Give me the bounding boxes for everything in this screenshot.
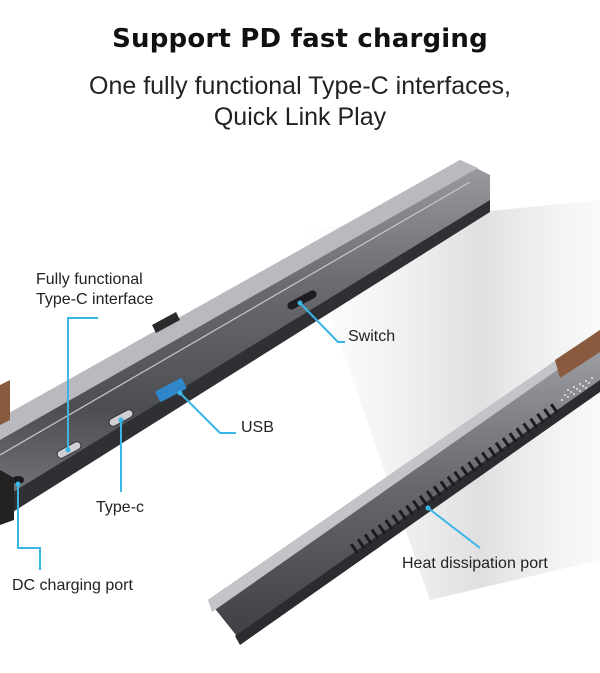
callout-fully-functional-line-2: Type-C interface xyxy=(36,291,154,308)
vent-slot xyxy=(501,437,511,448)
vent-slot xyxy=(550,403,559,415)
speaker-grille xyxy=(560,376,594,402)
upper-device-bottom-edge xyxy=(0,200,490,520)
speaker-hole xyxy=(560,398,564,402)
upper-device-tab xyxy=(152,312,180,333)
vent-slot xyxy=(356,538,366,550)
callout-fully-functional-type-c: Fully functional Type-C interface xyxy=(36,270,153,310)
callout-type-c: Type-c xyxy=(96,499,145,516)
leader-fully-functional xyxy=(67,317,98,450)
callout-usb: USB xyxy=(241,419,274,436)
dot-type-c xyxy=(118,417,124,423)
vent-slot xyxy=(460,466,470,477)
vent-slot xyxy=(418,495,428,506)
callout-lines xyxy=(17,302,481,570)
vent-slot xyxy=(425,490,435,501)
vent-slot xyxy=(363,533,373,545)
upper-device-left-accent xyxy=(0,380,10,425)
leader-usb xyxy=(179,392,236,434)
upper-device-seam xyxy=(0,181,471,456)
background-shadow xyxy=(300,200,600,600)
vent-slot xyxy=(349,543,359,555)
leader-dc xyxy=(17,484,41,570)
vent-slot xyxy=(405,504,414,516)
vent-slot xyxy=(377,523,387,535)
speaker-hole xyxy=(572,385,576,389)
vent-slot xyxy=(432,485,442,497)
vent-slot xyxy=(439,480,449,492)
dot-switch xyxy=(297,300,303,306)
upper-device-end-cap xyxy=(0,470,14,525)
subtitle-line-2: Quick Link Play xyxy=(213,103,387,131)
dc-port xyxy=(12,476,24,484)
speaker-hole xyxy=(563,393,567,397)
upper-device xyxy=(0,160,490,525)
vent-slot xyxy=(515,427,525,439)
lower-device-top-edge xyxy=(208,330,600,612)
vent-slot xyxy=(474,456,483,468)
callout-heat-dissipation-port: Heat dissipation port xyxy=(402,555,548,572)
vent-slot xyxy=(446,475,456,487)
speaker-hole xyxy=(572,392,576,396)
dot-usb xyxy=(177,390,183,396)
speaker-hole xyxy=(581,384,585,388)
vent-slot xyxy=(370,528,380,540)
callout-dc-charging-port: DC charging port xyxy=(12,577,133,594)
lower-device-right-accent xyxy=(555,330,600,378)
usb-port xyxy=(155,378,187,402)
vent-slot xyxy=(522,422,532,434)
speaker-hole xyxy=(566,388,570,392)
lower-device xyxy=(208,330,600,645)
vent-slot xyxy=(453,470,463,482)
speaker-hole xyxy=(575,387,579,391)
vent-slot xyxy=(529,417,539,429)
vent-slot xyxy=(384,519,394,530)
vent-slot xyxy=(398,509,408,521)
dot-dc xyxy=(15,481,21,487)
vent-slot xyxy=(412,499,421,511)
subtitle-line-1: One fully functional Type-C interfaces, xyxy=(89,72,511,100)
leader-switch xyxy=(299,302,345,343)
speaker-hole xyxy=(590,376,594,380)
dot-heat xyxy=(425,505,431,511)
vent-slot xyxy=(536,412,545,424)
callout-dots xyxy=(15,300,431,511)
speaker-hole xyxy=(584,379,588,383)
vent-slot xyxy=(481,451,490,463)
vent-slot xyxy=(508,432,518,443)
speaker-hole xyxy=(569,390,573,394)
callout-fully-functional-line-1: Fully functional xyxy=(36,271,143,288)
page-title: Support PD fast charging xyxy=(112,24,488,54)
callout-switch: Switch xyxy=(348,328,396,345)
speaker-hole xyxy=(587,381,591,385)
vent-slot xyxy=(494,441,504,453)
speaker-hole xyxy=(578,382,582,386)
heat-vents xyxy=(349,403,559,555)
speaker-hole xyxy=(578,389,582,393)
leader-heat xyxy=(427,507,481,549)
vent-slot xyxy=(391,514,401,526)
speaker-hole xyxy=(566,395,570,399)
dot-fully-functional xyxy=(65,447,71,453)
vent-slot xyxy=(487,446,497,458)
vent-slot xyxy=(543,408,552,419)
vent-slot xyxy=(467,461,477,472)
speaker-hole xyxy=(584,386,588,390)
upper-device-top-edge xyxy=(0,160,478,440)
switch-slot xyxy=(287,290,317,310)
